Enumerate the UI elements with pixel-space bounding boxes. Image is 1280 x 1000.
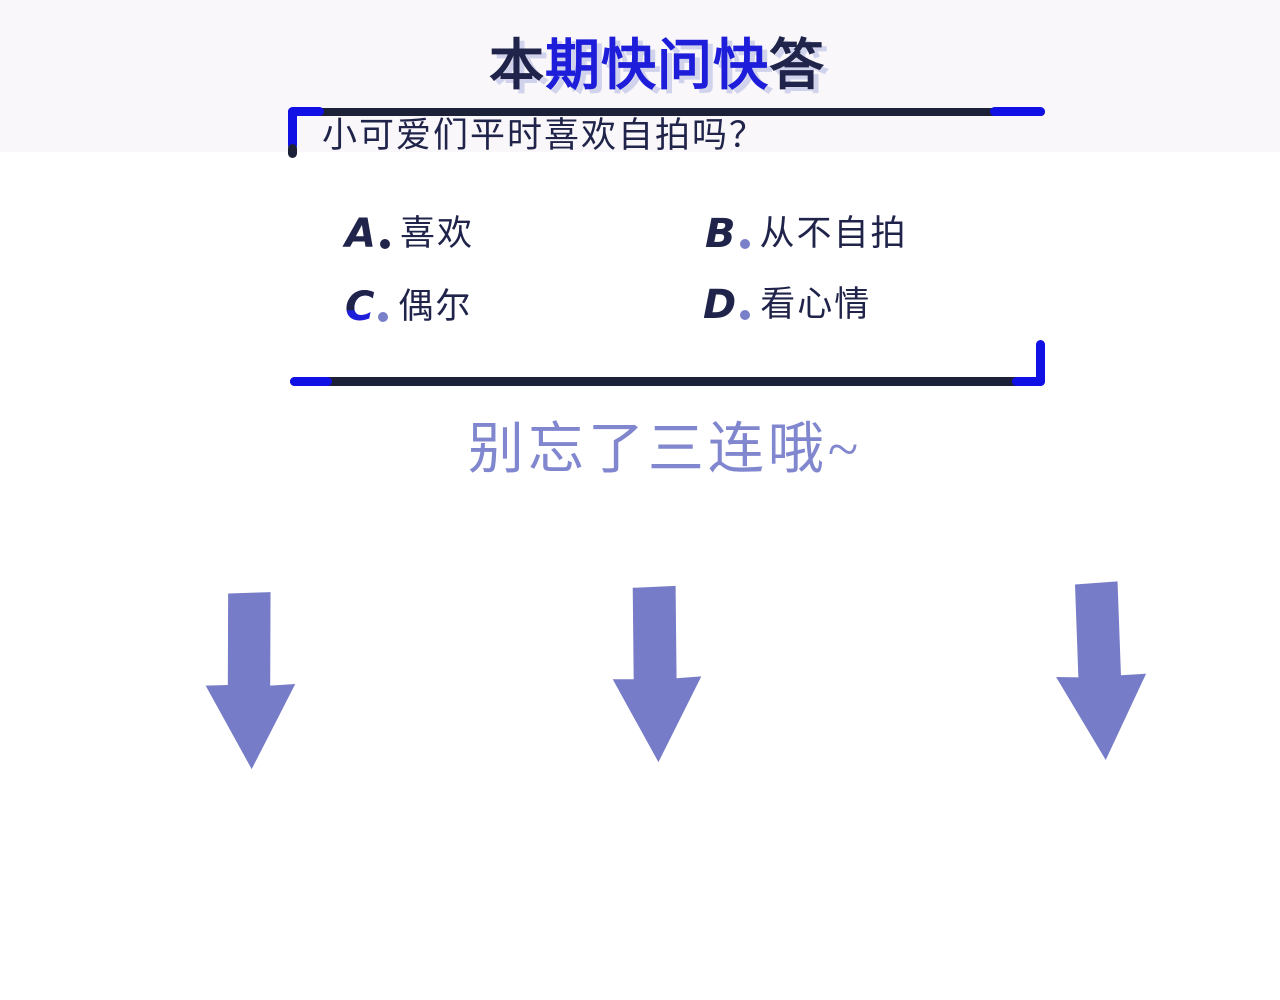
option-c: C C 偶尔 [345,287,472,327]
option-b-letter: B [705,211,736,257]
box-top-border [288,108,1045,116]
question-text: 小可爱们平时喜欢自拍吗？ [322,116,767,155]
top-band [0,0,1280,152]
title-char: 答 [769,35,826,96]
box-top-border-blue-left [288,107,324,116]
option-a: A 喜欢 [345,214,474,254]
option-b: B 从不自拍 [705,214,908,254]
box-right-bracket-foot [1012,377,1045,386]
option-d-text: 看心情 [760,285,872,324]
box-bottom-border-blue-left [290,377,332,386]
option-d-letter: D [703,282,737,328]
box-bottom-border [290,377,1032,386]
option-a-letter: A [345,211,376,257]
down-arrow-icon [609,584,706,765]
reminder-text: 别忘了三连哦~ [467,419,863,481]
down-arrow-icon [1049,578,1153,765]
page-title: 本期快问快答 [17,35,1280,97]
option-c-letter-top: C [345,284,375,330]
box-left-bracket [288,108,297,150]
box-right-bracket [1036,340,1045,386]
down-arrow-icon [201,588,302,772]
option-d: D 看心情 [703,285,871,325]
title-char: 本 [488,35,545,96]
option-c-text: 偶尔 [398,287,473,326]
option-c-letter-base: C [345,284,375,330]
title-char: 快 [713,35,770,96]
option-a-dot [379,239,390,250]
title-char: 问 [657,35,714,96]
option-d-dot [740,310,751,321]
box-top-border-blue-right [990,107,1045,116]
option-c-letter: C C [345,287,374,327]
title-char: 期 [544,35,601,96]
option-a-text: 喜欢 [399,214,474,253]
option-b-text: 从不自拍 [759,214,908,253]
box-left-bracket-tip [288,144,297,158]
title-char: 快 [600,35,657,96]
option-c-dot [378,312,389,323]
option-b-dot [739,239,750,250]
